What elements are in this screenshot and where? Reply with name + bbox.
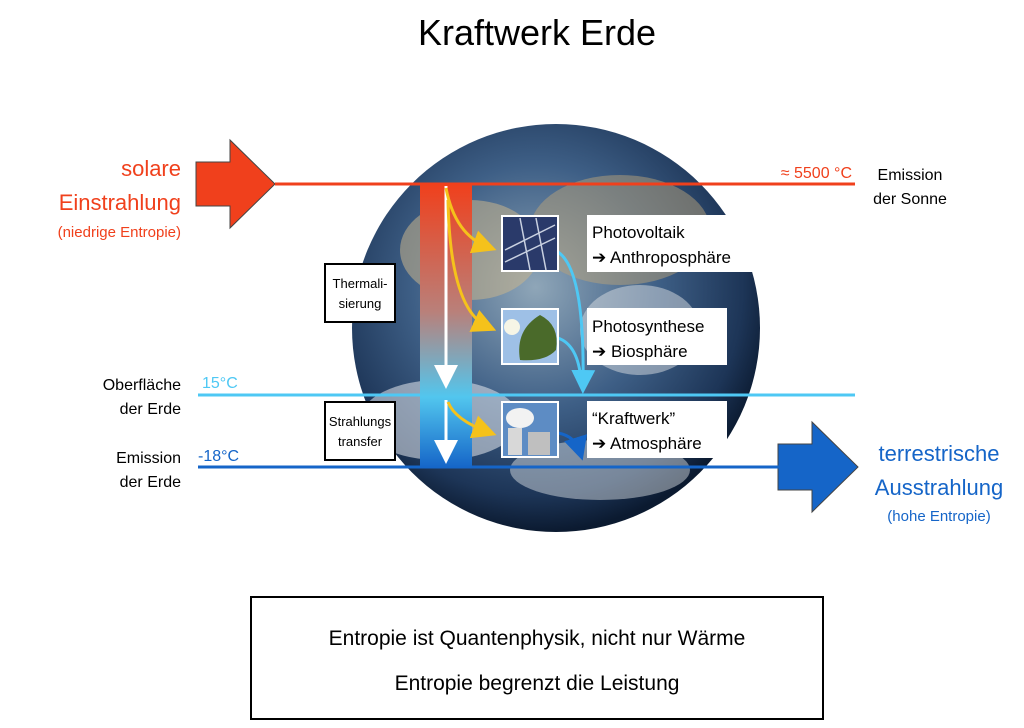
svg-text:terrestrische: terrestrische (878, 441, 999, 466)
summary-box: Entropie ist Quantenphysik, nicht nur Wä… (250, 596, 824, 720)
svg-text:➔ Anthroposphäre: ➔ Anthroposphäre (592, 248, 731, 267)
yellow-arrow-icon (446, 199, 497, 332)
radiation-transfer-box: Strahlungs transfer (324, 401, 396, 461)
svg-text:➔ Atmosphäre: ➔ Atmosphäre (592, 434, 702, 453)
svg-text:(niedrige Entropie): (niedrige Entropie) (58, 224, 181, 241)
earth-emission-label: Emission der Erde (116, 450, 181, 491)
svg-text:(hohe Entropie): (hohe Entropie) (887, 508, 990, 525)
svg-text:Emission: Emission (878, 167, 943, 184)
svg-text:Ausstrahlung: Ausstrahlung (875, 475, 1003, 500)
svg-text:Photosynthese: Photosynthese (592, 317, 704, 336)
svg-text:sierung: sierung (339, 296, 382, 311)
process-label-photosynthese: Photosynthese ➔ Biosphäre (587, 308, 727, 365)
svg-text:Entropie ist Quantenphysik, ni: Entropie ist Quantenphysik, nicht nur Wä… (329, 627, 746, 650)
power-plant-icon (501, 401, 559, 458)
svg-text:Einstrahlung: Einstrahlung (59, 190, 181, 215)
svg-text:Strahlungs: Strahlungs (329, 414, 392, 429)
yellow-arrow-icon (446, 401, 497, 439)
sun-temperature: ≈ 5500 °C (781, 165, 852, 182)
process-label-photovoltaik: Photovoltaik ➔ Anthroposphäre (587, 215, 759, 272)
svg-text:der Erde: der Erde (120, 474, 181, 491)
earth-emission-temperature: -18°C (198, 448, 239, 465)
svg-text:Photovoltaik: Photovoltaik (592, 223, 685, 242)
incoming-arrow-icon (195, 138, 276, 230)
surface-temperature: 15°C (202, 375, 238, 392)
light-blue-arrow-icon (557, 250, 596, 394)
process-label-kraftwerk: “Kraftwerk” ➔ Atmosphäre (587, 401, 727, 458)
thermalisation-box: Thermali- sierung (324, 263, 396, 323)
svg-text:“Kraftwerk”: “Kraftwerk” (592, 409, 675, 428)
outgoing-radiation-label: terrestrische Ausstrahlung (hohe Entropi… (875, 441, 1003, 525)
outgoing-arrow-icon (777, 420, 859, 514)
surface-label: Oberfläche der Erde (103, 377, 181, 418)
incoming-radiation-label: solare Einstrahlung (niedrige Entropie) (58, 156, 181, 241)
title: Kraftwerk Erde (418, 12, 656, 53)
svg-text:Oberfläche: Oberfläche (103, 377, 181, 394)
svg-text:transfer: transfer (338, 434, 383, 449)
solar-panel-icon (501, 215, 559, 272)
svg-text:➔ Biosphäre: ➔ Biosphäre (592, 342, 688, 361)
dark-blue-arrow-icon (557, 431, 587, 461)
light-blue-arrow-icon (557, 336, 583, 381)
svg-text:der Sonne: der Sonne (873, 191, 947, 208)
svg-text:Entropie begrenzt die Leistung: Entropie begrenzt die Leistung (395, 672, 680, 695)
leaf-icon (501, 308, 559, 365)
sun-emission-label: Emission der Sonne (873, 167, 947, 208)
svg-text:der Erde: der Erde (120, 401, 181, 418)
yellow-arrow-icon (444, 187, 497, 254)
svg-text:solare: solare (121, 156, 181, 181)
svg-text:Thermali-: Thermali- (333, 276, 388, 291)
svg-text:Emission: Emission (116, 450, 181, 467)
